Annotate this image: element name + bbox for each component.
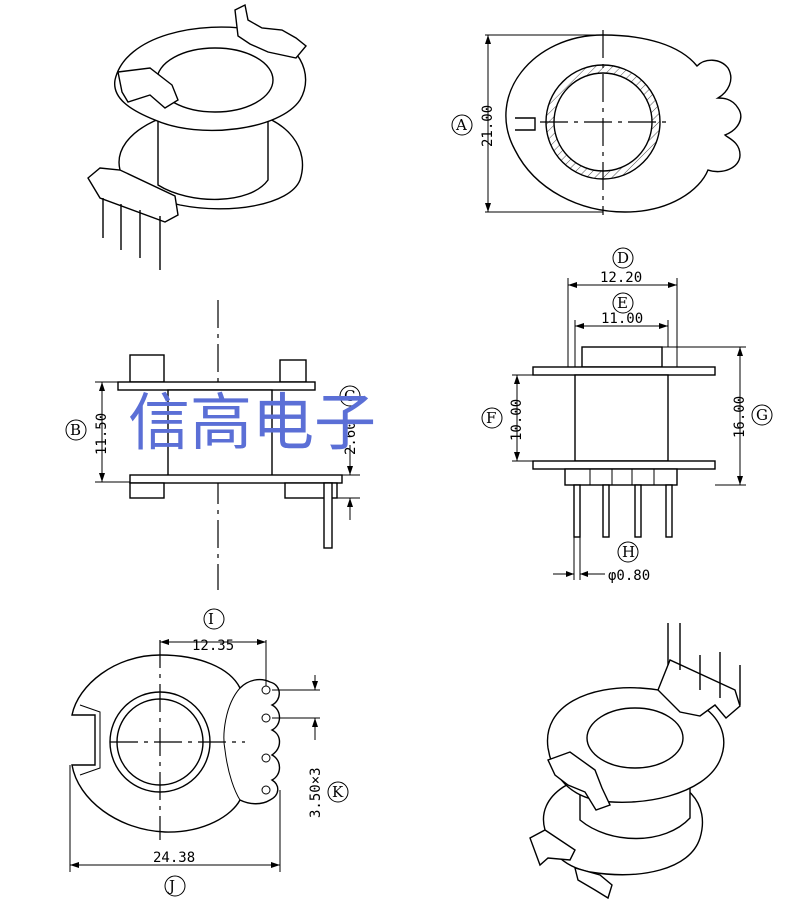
label-h: H	[622, 543, 635, 561]
dim-d-value: 12.20	[600, 270, 642, 286]
watermark-text: 信高电子	[128, 386, 376, 459]
front-view: 12.20 D 11.00 E 10.00 F 16.00 G	[481, 247, 773, 584]
dim-c-value: 2.60	[343, 421, 359, 455]
dim-j-value: 24.38	[153, 850, 195, 866]
isometric-view-top	[87, 3, 307, 270]
isometric-view-bottom	[529, 623, 741, 900]
label-f: F	[486, 409, 496, 427]
label-j: J	[167, 877, 175, 895]
dim-k-value: 3.50×3	[308, 767, 324, 818]
label-c: C	[344, 387, 355, 405]
dim-h-value: φ0.80	[608, 568, 650, 584]
dim-b-value: 11.50	[94, 413, 110, 455]
label-g: G	[756, 406, 768, 424]
label-b: B	[70, 421, 81, 439]
label-i: I	[208, 610, 214, 628]
label-e: E	[617, 294, 628, 312]
dim-i-value: 12.35	[192, 638, 234, 654]
label-k: K	[332, 783, 344, 801]
label-d: D	[617, 249, 629, 267]
label-a: A	[455, 116, 467, 134]
dim-a-value: 21.00	[480, 105, 496, 147]
bottom-view: 12.35 I 3.50×3 K 24.38 J	[69, 608, 349, 897]
side-view: 11.50 B 2.60 C	[65, 300, 361, 590]
dim-g-value: 16.00	[732, 396, 748, 438]
top-view: 21.00 A	[451, 30, 742, 215]
dim-f-value: 10.00	[509, 399, 525, 441]
dim-e-value: 11.00	[601, 311, 643, 327]
